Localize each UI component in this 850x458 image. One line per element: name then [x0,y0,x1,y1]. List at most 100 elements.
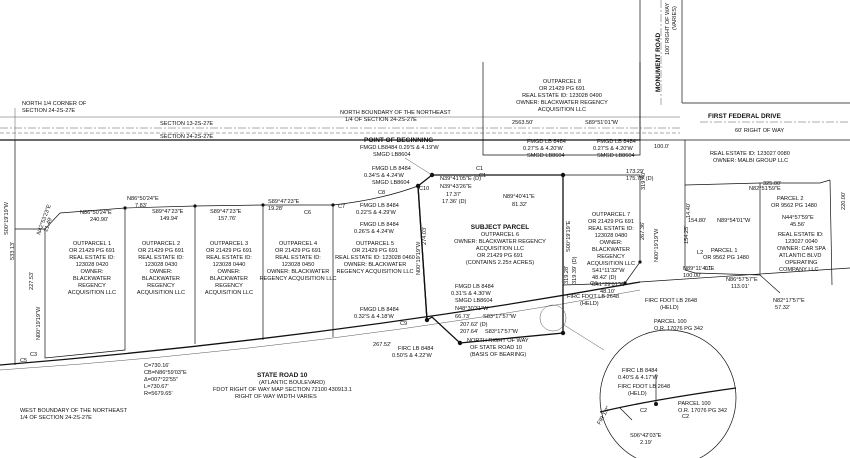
svg-text:FMGD LB 8484: FMGD LB 8484 [360,222,399,228]
state-road-label: STATE ROAD 10 [257,372,308,379]
svg-text:C4: C4 [590,281,597,287]
svg-text:L2: L2 [697,250,703,256]
state-road-line-2 [0,289,641,371]
svg-text:48.10': 48.10' [600,289,615,295]
svg-text:WEST BOUNDARY OF THE NORTHEAST: WEST BOUNDARY OF THE NORTHEAST [20,408,128,414]
svg-text:FMGD LB 8484: FMGD LB 8484 [372,166,411,172]
svg-text:157.76': 157.76' [218,216,236,222]
svg-text:OPERATING: OPERATING [785,260,818,266]
svg-text:267.36': 267.36' [640,222,646,240]
svg-text:154.80': 154.80' [688,218,706,224]
svg-text:OUTPARCEL 5: OUTPARCEL 5 [356,241,394,247]
svg-text:17.36' (D): 17.36' (D) [442,199,467,205]
svg-text:REAL ESTATE ID:: REAL ESTATE ID: [588,226,634,232]
svg-text:OR 21429 PG 691: OR 21429 PG 691 [69,248,115,254]
svg-text:N39°43'26"E: N39°43'26"E [440,184,472,190]
svg-text:OUTPARCEL 7: OUTPARCEL 7 [592,212,630,218]
svg-text:ATLANTIC BLVD: ATLANTIC BLVD [779,253,821,259]
svg-text:ACQUISITION LLC: ACQUISITION LLC [137,290,185,296]
svg-text:175.79' (D): 175.79' (D) [626,176,654,182]
svg-text:123028 0420: 123028 0420 [76,262,109,268]
svg-text:REGENCY: REGENCY [78,283,106,289]
svg-text:SMGD LB8604: SMGD LB8604 [373,152,411,158]
outparcel-8-text: OUTPARCEL 8 OR 21429 PG 691 REAL ESTATE … [512,79,619,126]
svg-text:PARCEL 2: PARCEL 2 [777,196,803,202]
svg-text:17.37': 17.37' [446,192,461,198]
monument-row-label: 100' RIGHT OF WAY [665,2,671,55]
svg-text:C2: C2 [682,414,689,420]
monument-points [123,172,658,406]
section13-label: SECTION 13-2S-27E [160,121,213,127]
svg-text:123028 0480: 123028 0480 [595,233,628,239]
svg-text:N86°50'24"E: N86°50'24"E [127,196,159,202]
svg-text:149.94': 149.94' [160,216,178,222]
svg-text:FIRC FDOT LB 2648: FIRC FDOT LB 2648 [645,298,697,304]
op2-top [124,205,196,209]
svg-text:0.22'S & 4.29'W: 0.22'S & 4.29'W [356,210,396,216]
svg-text:C6: C6 [304,210,311,216]
svg-text:154.25': 154.25' [684,226,690,244]
svg-text:OWNER: BLACKWATER: OWNER: BLACKWATER [344,262,406,268]
svg-text:N00°19'19"W: N00°19'19"W [36,306,42,340]
svg-text:OUTPARCEL 4: OUTPARCEL 4 [279,241,317,247]
svg-text:207.62' (D): 207.62' (D) [460,322,488,328]
svg-text:S89°47'23"E: S89°47'23"E [268,199,300,205]
svg-text:100.00': 100.00' [683,273,701,279]
svg-text:REAL ESTATE ID: 123028 0490: REAL ESTATE ID: 123028 0490 [522,93,602,99]
svg-text:N48°30'31"W: N48°30'31"W [455,306,489,312]
pob-text: POINT OF BEGINNING FMGD LB8484 0.29'S & … [360,137,439,176]
svg-text:S83°17'57"W: S83°17'57"W [483,314,517,320]
svg-text:ACQUISITION LLC: ACQUISITION LLC [538,107,586,113]
outparcel-labels: OUTPARCEL 1 OR 21429 PG 691 REAL ESTATE … [68,212,635,296]
svg-text:227.53': 227.53' [29,272,35,290]
svg-text:OUTPARCEL 1: OUTPARCEL 1 [73,241,111,247]
svg-text:2563.50': 2563.50' [512,120,533,126]
svg-text:N00°19'19"W: N00°19'19"W [416,241,422,275]
svg-text:R=5679.65': R=5679.65' [144,391,173,397]
svg-text:0.26'S & 4.24'W: 0.26'S & 4.24'W [354,229,394,235]
svg-text:0.27'S & 4.20'W: 0.27'S & 4.20'W [593,146,633,152]
svg-text:OR 21429 PG 691: OR 21429 PG 691 [477,253,523,259]
svg-text:FMGD LB 8484: FMGD LB 8484 [360,203,399,209]
svg-text:C=730.16': C=730.16' [144,363,169,369]
svg-text:FMGD LB 8484: FMGD LB 8484 [455,284,494,290]
svg-text:(HELD): (HELD) [580,301,599,307]
svg-text:OWNER: BLACKWATER REGENCY: OWNER: BLACKWATER REGENCY [516,100,608,106]
monument-notes: FMGD LB 8484 0.34'S & 4.24'W SMGD LB8604… [354,139,697,359]
road-extension [639,267,850,283]
svg-text:REAL ESTATE ID: 123028 0460: REAL ESTATE ID: 123028 0460 [335,255,415,261]
svg-text:SMGD LB8604: SMGD LB8604 [455,298,493,304]
parcel-1-west [684,185,696,274]
outparcel-8-bound [482,62,641,156]
svg-text:66.73': 66.73' [455,314,470,320]
svg-text:319.39' (D): 319.39' (D) [572,256,578,284]
svg-text:REGENCY: REGENCY [215,283,243,289]
curve-ids: C1 C1 C10 C8 C7 C6 C5 C3 C9 C4 L1 L2 [20,166,711,364]
svg-text:45.56': 45.56' [790,222,805,228]
svg-text:FMGD LB 8484: FMGD LB 8484 [597,139,636,145]
svg-text:S89°51'01"W: S89°51'01"W [585,120,619,126]
svg-text:OR 9562 PG 1480: OR 9562 PG 1480 [703,255,749,261]
svg-text:C8: C8 [378,190,385,196]
svg-text:REAL ESTATE ID:: REAL ESTATE ID: [206,255,252,261]
svg-text:SMGD LB8604: SMGD LB8604 [597,153,635,159]
parcel-1-jog [759,274,781,294]
svg-text:319.40': 319.40' [641,172,647,190]
subject-west-line [417,185,428,321]
svg-text:N86°50'24"E: N86°50'24"E [80,210,112,216]
svg-text:PARCEL 100: PARCEL 100 [678,401,711,407]
svg-text:ACQUISITION LLC: ACQUISITION LLC [205,290,253,296]
svg-text:BLACKWATER: BLACKWATER [142,276,180,282]
svg-text:C7: C7 [338,204,345,210]
svg-text:C5: C5 [20,358,27,364]
svg-text:OWNER:: OWNER: [81,269,104,275]
svg-text:123028 0450: 123028 0450 [282,262,315,268]
svg-text:L=730.67': L=730.67' [144,384,169,390]
d-100-label: 100.0' [654,144,669,150]
svg-text:RIGHT OF WAY WIDTH VARIES: RIGHT OF WAY WIDTH VARIES [235,394,317,400]
svg-text:C3: C3 [30,352,37,358]
svg-text:0.27'S & 4.20'W: 0.27'S & 4.20'W [523,146,563,152]
svg-text:OR 21429 PG 691: OR 21429 PG 691 [275,248,321,254]
op3-top [194,204,264,207]
